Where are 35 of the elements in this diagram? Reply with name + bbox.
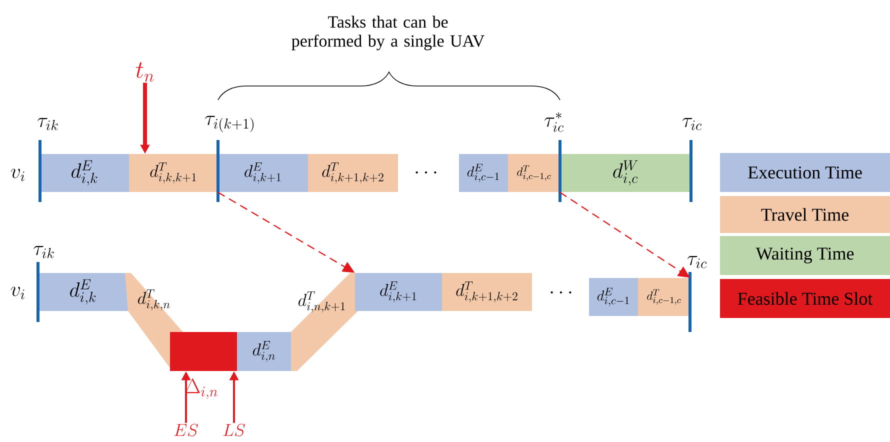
time-label: $t_n$ bbox=[136, 62, 154, 82]
math-label: $\tau_{ik}$ bbox=[38, 118, 58, 130]
time-block: $d_{i,k}^{E}$ bbox=[40, 154, 129, 192]
time-block: $d_{i,c}^{W}$ bbox=[560, 154, 691, 192]
ellipsis: $\cdots$ bbox=[416, 171, 436, 174]
time-block: $d_{i,k+1}^{E}$ bbox=[218, 154, 308, 192]
legend-label: Waiting Time bbox=[756, 248, 854, 264]
math-label: $\tau_{ic}$ bbox=[687, 256, 707, 268]
time-block: $d_{i,n}^{E}$ bbox=[237, 332, 291, 371]
time-block: $d_{i,k+1}^{E}$ bbox=[355, 273, 442, 311]
legend-label: Execution Time bbox=[748, 166, 862, 179]
time-block: $d_{i,k+1,k+2}^{T}$ bbox=[308, 154, 398, 192]
time-block: $d_{i,c-1,c}^{T}$ bbox=[508, 154, 560, 192]
math-label: $v_i$ bbox=[11, 168, 24, 182]
math-label: $\tau_{i(k+1)}$ bbox=[205, 116, 254, 132]
ellipsis: $\cdots$ bbox=[550, 291, 572, 294]
travel-band: $d_{i,n,k+1}^{T}$ bbox=[291, 273, 358, 371]
math-label: $\tau_{ic}^{*}$ bbox=[544, 112, 564, 132]
math-label: $v_i$ bbox=[11, 286, 24, 300]
slot-label: $\Delta_{i,n}$ bbox=[185, 378, 218, 400]
legend-label: Travel Time bbox=[761, 208, 849, 221]
feasible-slot-box bbox=[170, 332, 237, 371]
time-block: $d_{i,k}^{E}$ bbox=[38, 273, 128, 311]
time-label: $LS$ bbox=[223, 424, 246, 436]
time-block: $d_{i,c-1}^{E}$ bbox=[589, 278, 638, 316]
math-label: $\tau_{ik}$ bbox=[34, 246, 54, 258]
time-block: $d_{i,c-1}^{E}$ bbox=[459, 154, 508, 192]
math-label: $\tau_{ic}$ bbox=[682, 118, 702, 130]
caption-text: Tasks that can be performed by a single UAV bbox=[292, 16, 484, 50]
time-block: $d_{i,k,k+1}^{T}$ bbox=[129, 154, 218, 192]
time-block: $d_{i,k+1,k+2}^{T}$ bbox=[442, 273, 532, 311]
travel-band: $d_{i,k,n}^{T}$ bbox=[125, 273, 183, 368]
legend-label: Feasible Time Slot bbox=[738, 292, 873, 305]
time-block: $d_{i,c-1,c}^{T}$ bbox=[638, 278, 690, 316]
time-label: $ES$ bbox=[174, 424, 198, 436]
